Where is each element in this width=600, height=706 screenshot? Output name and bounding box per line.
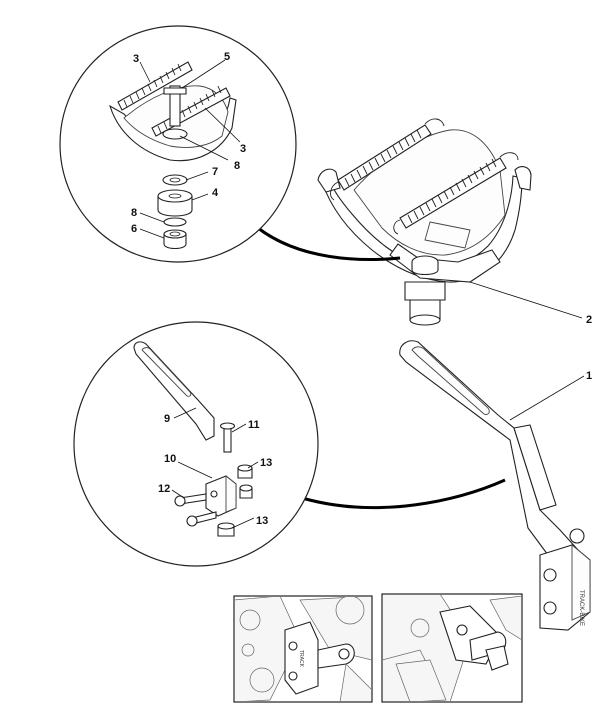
small-bracket-9 <box>133 341 215 441</box>
callout-13a: 13 <box>260 457 272 469</box>
callout-7: 7 <box>212 166 218 178</box>
leader-2 <box>469 281 583 319</box>
callout-9: 9 <box>164 413 170 425</box>
bracket-brand-marking: TRACK-BIKE <box>578 590 584 626</box>
detail-circle-top: 3 5 3 8 7 4 8 6 <box>59 25 297 263</box>
callout-3a: 3 <box>133 53 139 65</box>
spring-left <box>330 118 445 201</box>
inset-view-right <box>381 593 523 703</box>
callout-1: 1 <box>586 370 592 382</box>
exhaust-cradle-assembly <box>317 118 532 326</box>
callout-10: 10 <box>164 453 176 465</box>
detail-connector-bottom <box>301 478 506 510</box>
callout-12: 12 <box>158 483 170 495</box>
callout-8b: 8 <box>131 207 137 219</box>
callout-11: 11 <box>248 419 260 431</box>
inset-view-left: TRACK <box>233 595 373 703</box>
detail-connector-top <box>257 226 401 262</box>
callout-2: 2 <box>586 314 592 326</box>
callout-3b: 3 <box>240 143 246 155</box>
callout-13b: 13 <box>256 515 268 527</box>
spring-right <box>393 152 519 235</box>
callout-8a: 8 <box>234 160 240 172</box>
detail-circle-bottom: 9 11 10 13 12 13 <box>73 321 319 567</box>
callout-4: 4 <box>212 187 219 199</box>
washer-8 <box>163 217 187 227</box>
callout-6: 6 <box>131 223 137 235</box>
callout-5: 5 <box>224 51 230 63</box>
leader-1 <box>509 375 585 421</box>
slotted-bracket: TRACK-BIKE <box>399 340 591 631</box>
svg-text:TRACK: TRACK <box>298 650 304 668</box>
